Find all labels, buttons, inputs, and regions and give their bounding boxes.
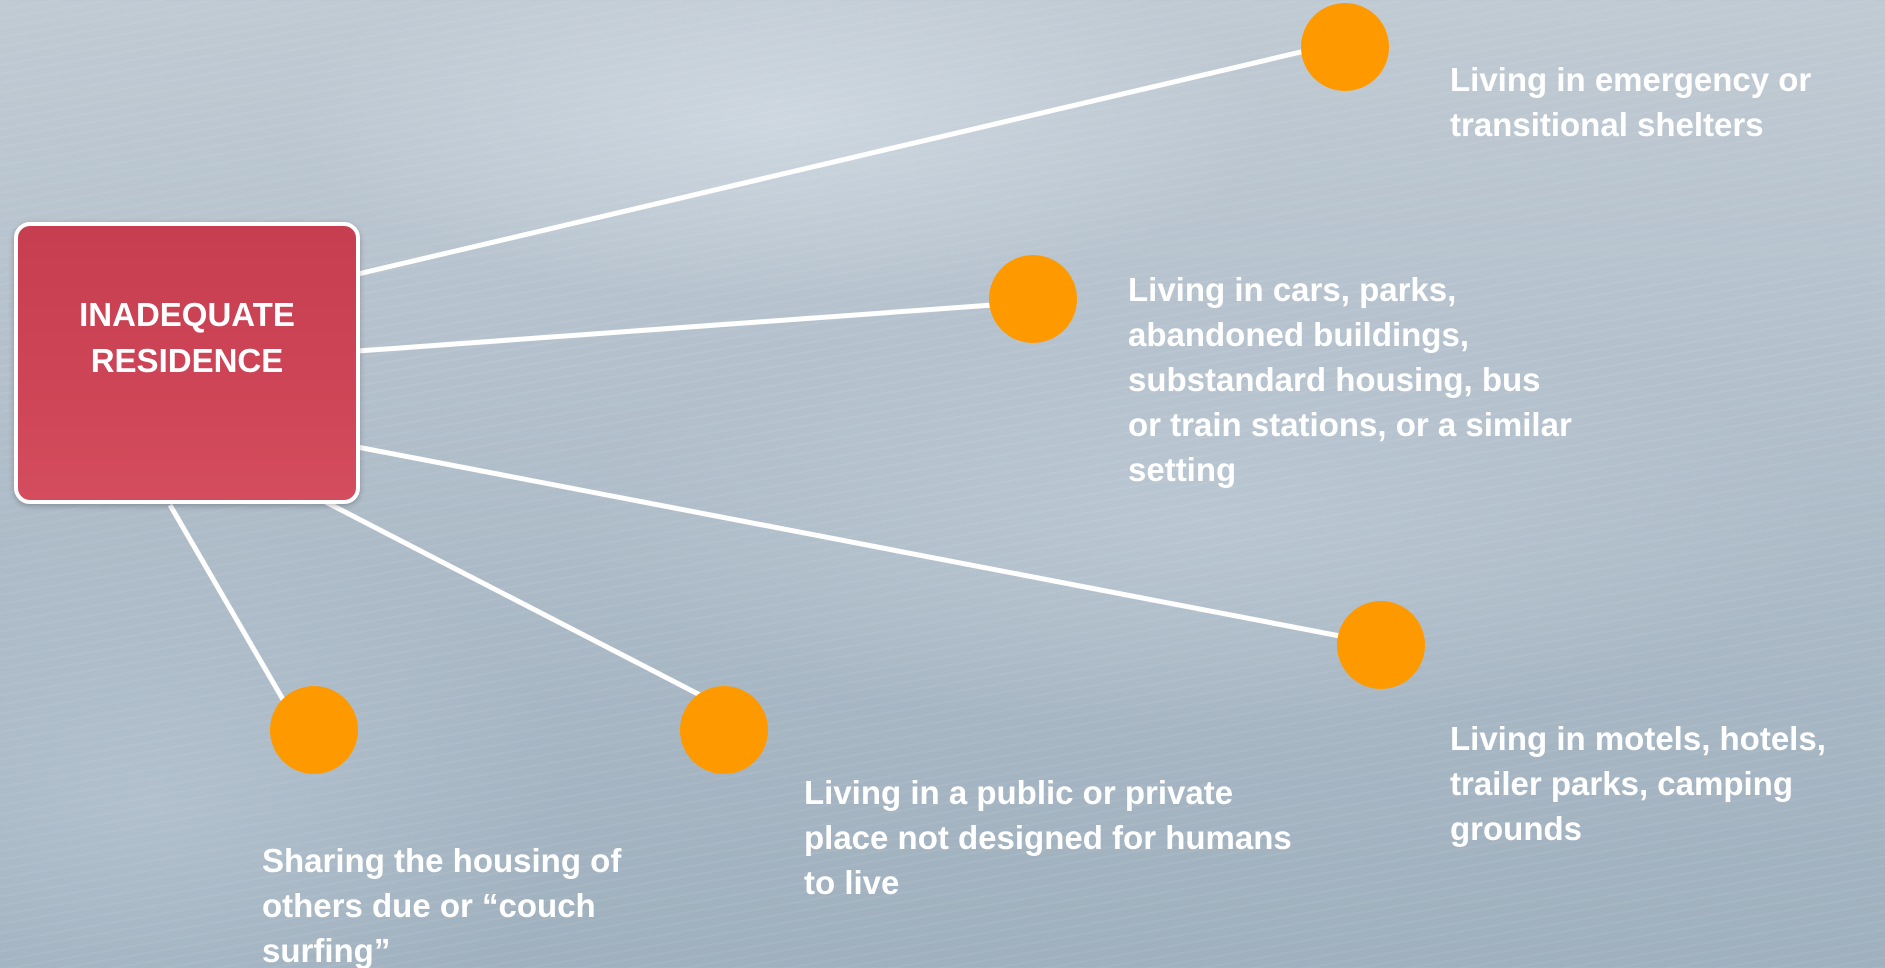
node-label-motels-hotels: Living in motels, hotels, trailer parks,… bbox=[1450, 720, 1826, 847]
connector-line-3 bbox=[351, 443, 1341, 639]
node-dot-3 bbox=[1337, 601, 1425, 689]
center-node-label: INADEQUATE RESIDENCE bbox=[79, 296, 295, 379]
node-label-couch-surfing: Sharing the housing of others due or “co… bbox=[262, 842, 622, 968]
connector-line-5 bbox=[167, 503, 288, 705]
node-label-public-private-place: Living in a public or private place not … bbox=[804, 774, 1292, 901]
node-dot-5 bbox=[270, 686, 358, 774]
node-dot-4 bbox=[680, 686, 768, 774]
center-node: INADEQUATE RESIDENCE bbox=[14, 222, 360, 504]
connector-line-4 bbox=[314, 494, 702, 698]
connector-line-2 bbox=[357, 302, 994, 354]
connector-line-1 bbox=[357, 48, 1306, 277]
node-dot-1 bbox=[1301, 3, 1389, 91]
node-dot-2 bbox=[989, 255, 1077, 343]
node-label-emergency-shelters: Living in emergency or transitional shel… bbox=[1450, 61, 1812, 143]
node-label-cars-parks: Living in cars, parks, abandoned buildin… bbox=[1128, 271, 1572, 488]
